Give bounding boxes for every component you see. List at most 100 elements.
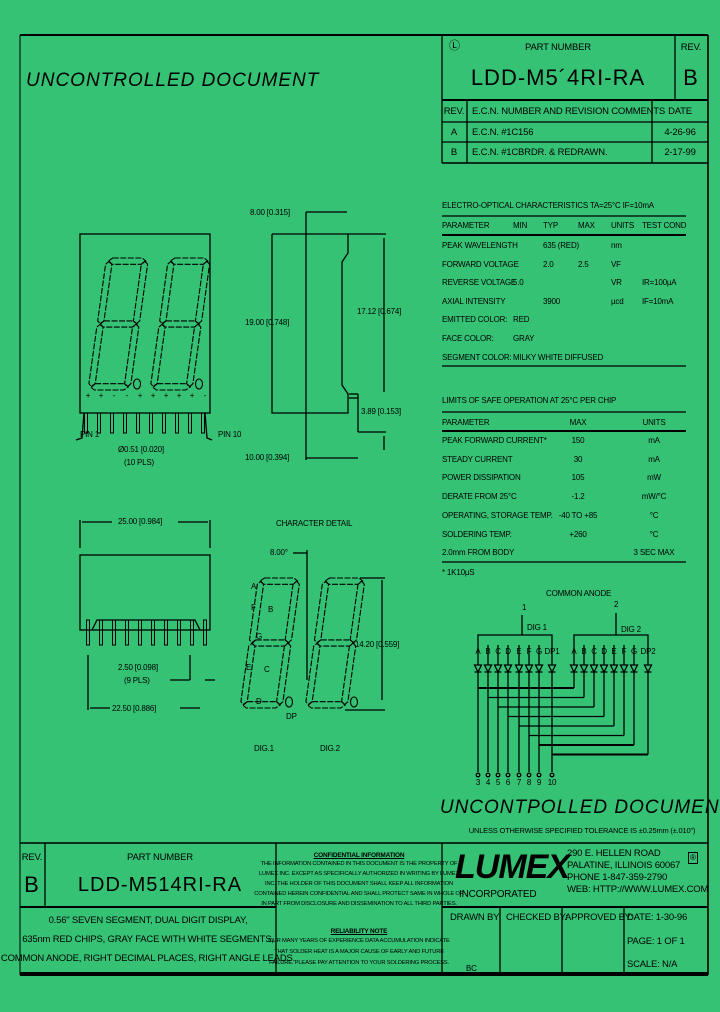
rev-table-header: REV.: [443, 106, 465, 117]
eo-cell: FACE COLOR:: [442, 334, 494, 343]
eo-cell: IF=10mA: [642, 296, 674, 306]
circuit-seg: DP2: [640, 647, 656, 656]
detail-digit1-segment: [241, 701, 282, 709]
part-number-label: PART NUMBER: [525, 42, 591, 53]
pin-terminal: [485, 772, 491, 778]
pin-terminal: [516, 772, 522, 778]
pin-polarity: +: [189, 391, 195, 400]
front-digit2-segment: [160, 320, 201, 328]
detail-digit1-segment: [258, 577, 299, 585]
dimension-label: 25.00 [0.984]: [118, 517, 163, 526]
front-digit1-segment: [132, 260, 149, 325]
limits-cell: 2.0mm FROM BODY: [442, 548, 515, 558]
address-line: 290 E. HELLEN ROAD: [567, 848, 661, 859]
circuit-seg: C: [495, 647, 501, 656]
lumex-logo: LUMEX: [455, 848, 570, 886]
approved-by-label: APPROVED BY:: [565, 912, 633, 923]
rev-table-header: DATE: [668, 106, 692, 117]
pin-polarity: +: [163, 391, 169, 400]
dimension-label: 22.50 [0.886]: [112, 704, 157, 713]
circuit-pin: 9: [536, 778, 542, 787]
circuit-seg: A: [571, 647, 577, 656]
eo-cell: nm: [611, 241, 622, 250]
pin: [86, 619, 90, 646]
eo-cell: REVERSE VOLTAGE: [442, 278, 517, 288]
front-digit1-segment: [107, 257, 147, 265]
diode-icon: [473, 664, 483, 674]
pin: [164, 619, 168, 646]
pin: [138, 619, 142, 646]
segment-label: G: [256, 632, 263, 641]
circuit-seg: B: [581, 647, 587, 656]
pin-polarity: -: [203, 391, 207, 400]
diode-icon: [599, 664, 609, 674]
diode-icon: [629, 664, 639, 674]
circuit-pin: 3: [475, 778, 481, 787]
limits-title: LIMITS OF SAFE OPERATION AT 25°C PER CHI…: [442, 396, 617, 405]
diode-icon: [609, 664, 619, 674]
pin: [97, 412, 101, 434]
circuit-pin: 4: [485, 778, 491, 787]
limits-header: MAX: [569, 418, 587, 427]
detail-digit2-segment: [323, 577, 364, 585]
pin: [99, 619, 103, 646]
pin-polarity: +: [137, 391, 143, 400]
limits-cell: -40 TO +85: [558, 510, 598, 520]
eo-header: MAX: [578, 221, 595, 230]
uncontrolled-watermark: UNCONTROLLED DOCUMENT: [26, 70, 320, 91]
limits-cell: SOLDERING TEMP.: [442, 529, 512, 539]
eo-cell: 2.5: [578, 259, 589, 269]
eo-cell: IR=100µA: [642, 278, 677, 288]
pin: [125, 619, 129, 646]
pin: [177, 619, 181, 646]
diode-icon: [514, 664, 524, 674]
eo-cell: EMITTED COLOR:: [442, 315, 508, 325]
eo-cell: RED: [513, 315, 530, 325]
bottom-part-number: LDD-M514RI-RA: [77, 874, 243, 896]
drawn-by-label: DRAWN BY:: [450, 912, 502, 923]
rev-table-cell: B: [450, 147, 458, 158]
detail-digit1-segment: [284, 580, 300, 644]
dimension-label: PIN 1: [80, 430, 100, 439]
tolerance-note: UNLESS OTHERWISE SPECIFIED TOLERANCE IS …: [468, 826, 696, 835]
pin: [136, 412, 140, 434]
detail-digit2-segment: [306, 701, 347, 709]
front-digit2-segment: [159, 260, 175, 325]
eo-cell: GRAY: [513, 334, 535, 343]
detail-digit2-segment: [313, 580, 330, 644]
part-number: LDD-M5´4RI-RA: [470, 65, 646, 90]
dimension-label: 8.00°: [270, 548, 288, 557]
pin: [112, 619, 116, 646]
circuit-seg: C: [591, 647, 597, 656]
reliability-text: THAT SOLDER HEAT IS A MAJOR CAUSE OF EAR…: [274, 949, 444, 955]
limits-cell: mW: [647, 473, 661, 483]
rev-table-cell: E.C.N. #1CBRDR. & REDRAWN.: [472, 147, 608, 158]
circuit-seg: D: [505, 647, 511, 656]
diode-icon: [643, 664, 653, 674]
rev-table-cell: 2-17-99: [664, 147, 696, 158]
page-field: PAGE: 1 OF 1: [627, 936, 685, 947]
pin: [123, 412, 127, 434]
limits-cell: OPERATING, STORAGE TEMP.: [442, 510, 553, 520]
drawn-by-value: BC: [466, 964, 477, 973]
limits-cell: DERATE FROM 25°C: [442, 492, 517, 502]
limits-cell: +260: [569, 529, 587, 539]
segment-label: D: [256, 697, 262, 706]
eo-cell: FORWARD VOLTAGE: [442, 259, 519, 269]
pin-polarity: +: [150, 391, 156, 400]
dimension-label: Ø0.51 [0.020]: [118, 445, 164, 454]
pin: [201, 412, 205, 434]
dimension-label: 8.00 [0.315]: [250, 208, 290, 217]
circuit-seg: E: [611, 647, 617, 656]
front-digit1-segment: [97, 260, 113, 325]
pin: [149, 412, 153, 434]
dimension-label: DIG 1: [527, 623, 547, 632]
dig2-bus: [573, 634, 649, 645]
date-field: DATE: 1-30-96: [627, 912, 688, 923]
address-line: PALATINE, ILLINOIS 60067: [567, 860, 681, 871]
limits-cell: mA: [648, 436, 660, 445]
segment-label: C: [264, 665, 270, 674]
pin: [188, 412, 192, 434]
dig1-bus: [477, 634, 553, 645]
